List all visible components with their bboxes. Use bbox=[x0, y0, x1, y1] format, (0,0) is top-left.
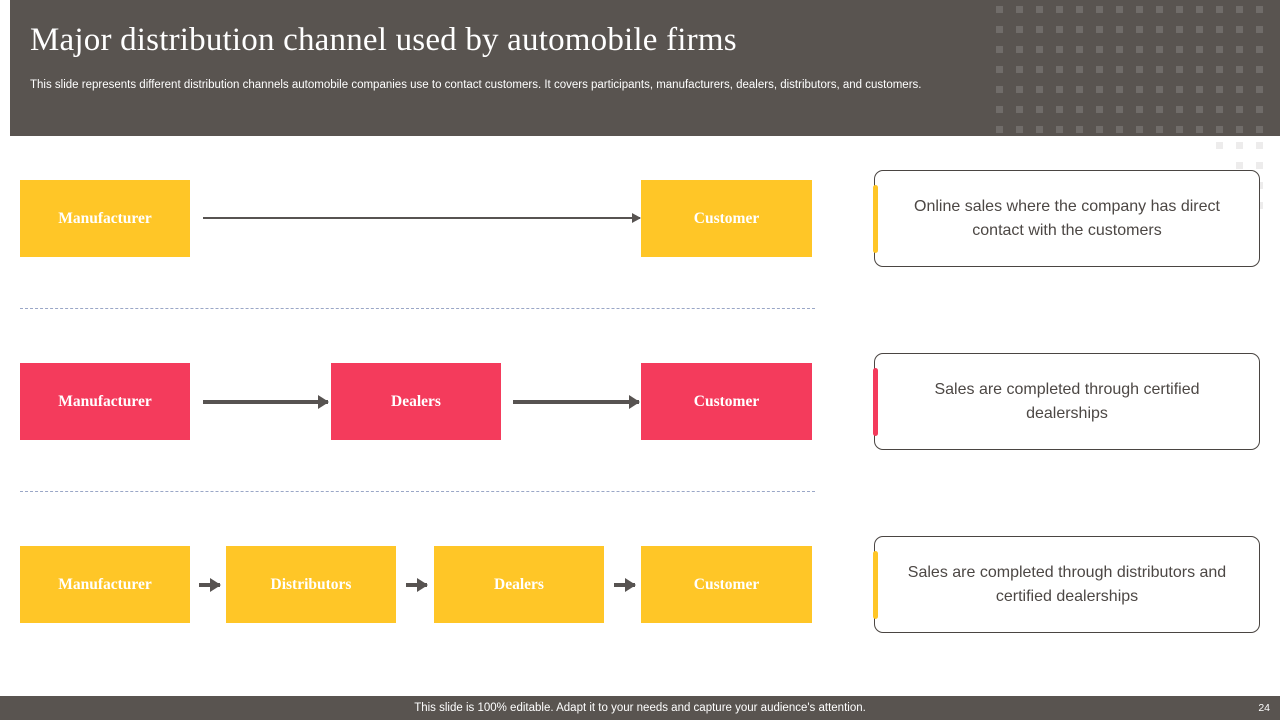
flow-node-label: Dealers bbox=[391, 392, 441, 410]
arrow-head-icon bbox=[632, 213, 641, 223]
callout-accent-bar bbox=[873, 368, 878, 436]
flow-node-label: Manufacturer bbox=[58, 575, 152, 593]
callout-accent-bar bbox=[873, 185, 878, 253]
arrow-head-icon bbox=[318, 395, 329, 409]
flow-node-label: Customer bbox=[693, 209, 760, 227]
flow-node-customer[interactable]: Customer bbox=[641, 180, 812, 257]
callout-accent-bar bbox=[873, 551, 878, 619]
slide-footer: This slide is 100% editable. Adapt it to… bbox=[0, 696, 1280, 720]
flow-node-label: Distributors bbox=[270, 575, 352, 593]
flow-node-customer[interactable]: Customer bbox=[641, 546, 812, 623]
arrow-line bbox=[199, 583, 220, 587]
flow-node-distributors[interactable]: Distributors bbox=[226, 546, 396, 623]
callout-text: Sales are completed through certified de… bbox=[934, 381, 1200, 422]
arrow-line bbox=[406, 583, 427, 587]
flow-row-1: Manufacturer Customer bbox=[0, 180, 830, 272]
callout-text: Online sales where the company has direc… bbox=[914, 198, 1220, 239]
flow-row-3: Manufacturer Distributors Dealers Custom… bbox=[0, 546, 830, 638]
callout-card-2[interactable]: Sales are completed through certified de… bbox=[873, 353, 1260, 450]
callout-text: Sales are completed through distributors… bbox=[907, 564, 1227, 605]
flow-node-manufacturer[interactable]: Manufacturer bbox=[20, 546, 190, 623]
flow-arrow-1 bbox=[199, 578, 221, 592]
flow-node-manufacturer[interactable]: Manufacturer bbox=[20, 180, 190, 257]
row-separator-2 bbox=[20, 491, 815, 492]
arrow-head-icon bbox=[417, 578, 428, 592]
callout-card-3[interactable]: Sales are completed through distributors… bbox=[873, 536, 1260, 633]
flow-node-label: Dealers bbox=[494, 575, 544, 593]
flow-node-manufacturer[interactable]: Manufacturer bbox=[20, 363, 190, 440]
flow-node-label: Customer bbox=[693, 575, 760, 593]
flow-arrow-2 bbox=[406, 578, 428, 592]
arrow-line bbox=[513, 400, 639, 404]
callout-card-1[interactable]: Online sales where the company has direc… bbox=[873, 170, 1260, 267]
flow-node-dealers[interactable]: Dealers bbox=[331, 363, 501, 440]
arrow-head-icon bbox=[210, 578, 221, 592]
flow-node-customer[interactable]: Customer bbox=[641, 363, 812, 440]
flow-node-label: Manufacturer bbox=[58, 392, 152, 410]
arrow-line bbox=[203, 400, 328, 404]
page-title: Major distribution channel used by autom… bbox=[30, 22, 737, 58]
page-subtitle: This slide represents different distribu… bbox=[30, 79, 922, 91]
flow-arrow-1 bbox=[203, 213, 641, 223]
flow-node-label: Customer bbox=[693, 392, 760, 410]
arrow-line bbox=[614, 583, 635, 587]
flow-node-label: Manufacturer bbox=[58, 209, 152, 227]
arrow-head-icon bbox=[629, 395, 640, 409]
footer-note: This slide is 100% editable. Adapt it to… bbox=[414, 702, 866, 714]
decorative-dot-pattern bbox=[996, 6, 1263, 133]
flow-arrow-3 bbox=[614, 578, 636, 592]
row-separator-1 bbox=[20, 308, 815, 309]
flow-arrow-1 bbox=[203, 395, 329, 409]
flow-node-dealers[interactable]: Dealers bbox=[434, 546, 604, 623]
arrow-line bbox=[203, 217, 640, 219]
slide-header: Major distribution channel used by autom… bbox=[10, 0, 1280, 136]
flow-arrow-2 bbox=[513, 395, 640, 409]
flow-row-2: Manufacturer Dealers Customer bbox=[0, 363, 830, 455]
page-number: 24 bbox=[1258, 702, 1270, 714]
arrow-head-icon bbox=[625, 578, 636, 592]
